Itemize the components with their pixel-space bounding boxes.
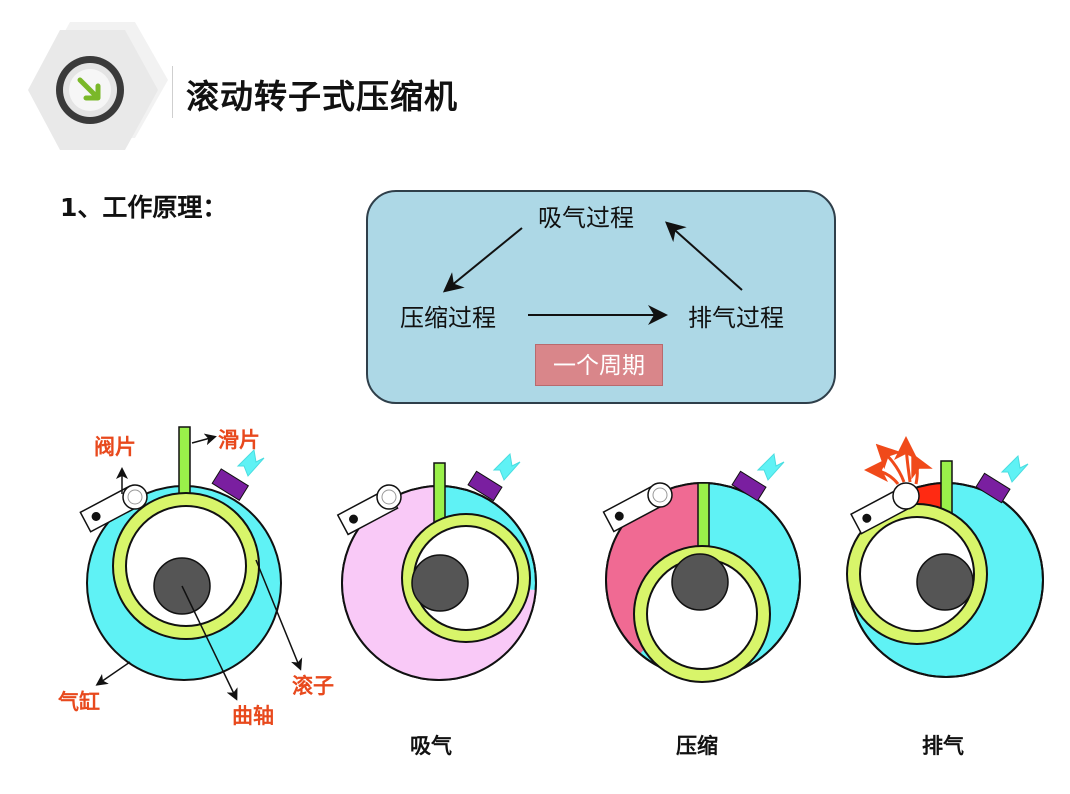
label-cylinder: 气缸 <box>58 690 100 714</box>
crankshaft-leader <box>181 585 238 701</box>
discharge-port <box>731 470 767 502</box>
diagram-intake <box>336 452 537 681</box>
caption-intake: 吸气 <box>410 734 452 758</box>
valve-ball <box>647 482 673 508</box>
discharge-flow-icon <box>864 436 933 485</box>
intake-arrow-icon <box>1000 454 1029 483</box>
crankshaft <box>916 553 974 611</box>
intake-arrow-icon <box>236 448 265 477</box>
header-hexagon-badge <box>28 22 168 150</box>
page-title: 滚动转子式压缩机 <box>186 77 458 116</box>
cycle-intake-label: 吸气过程 <box>538 204 634 232</box>
discharge-port <box>467 470 503 502</box>
label-roller: 滚子 <box>292 674 334 698</box>
caption-exhaust: 排气 <box>922 734 964 758</box>
slide-leader <box>191 433 217 446</box>
arrow-intake-to-compression <box>442 227 523 293</box>
label-valve: 阀片 <box>94 435 136 459</box>
roller-leader <box>255 559 303 671</box>
arrow-exhaust-to-intake <box>665 221 743 291</box>
crankshaft <box>671 553 729 611</box>
valve-ball <box>376 484 402 510</box>
title-divider <box>172 66 173 118</box>
diagram-exhaust <box>846 436 1044 678</box>
period-badge: 一个周期 <box>535 344 663 386</box>
crankshaft <box>411 554 469 612</box>
section-heading: 1、工作原理： <box>60 193 228 222</box>
label-slide: 滑片 <box>218 428 260 452</box>
cycle-exhaust-label: 排气过程 <box>688 304 784 332</box>
valve-ball <box>122 484 148 510</box>
label-crankshaft: 曲轴 <box>232 704 274 728</box>
valve-ball-open <box>892 482 920 510</box>
intake-arrow-icon <box>756 452 785 481</box>
diagram-structure <box>79 426 303 701</box>
discharge-port <box>975 472 1011 504</box>
diagram-compression <box>602 452 801 683</box>
caption-compression: 压缩 <box>676 734 718 758</box>
discharge-port <box>211 468 250 501</box>
arrow-down-right-icon <box>56 56 124 124</box>
cylinder-leader <box>95 661 131 686</box>
cycle-compression-label: 压缩过程 <box>400 304 496 332</box>
intake-arrow-icon <box>492 452 521 481</box>
